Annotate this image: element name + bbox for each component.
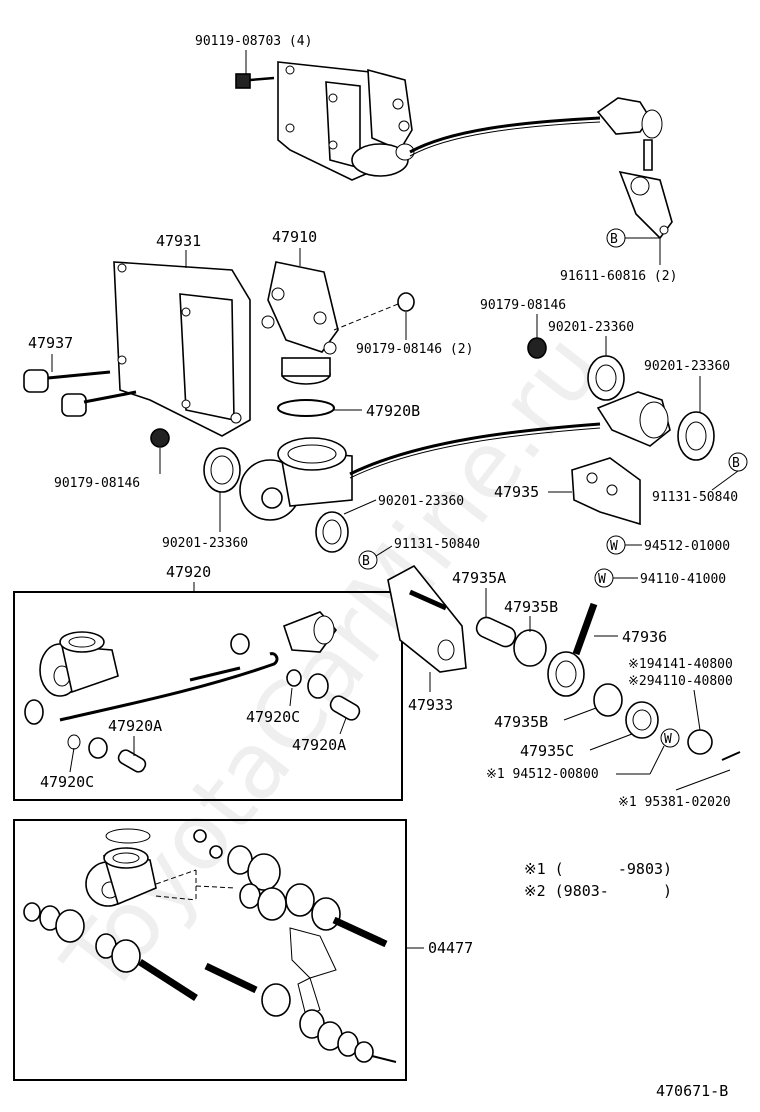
label-47920a-b: 47920A — [108, 717, 162, 735]
top-valve-assembly — [235, 61, 673, 240]
label-91131-50840-b: 91131-50840 — [394, 537, 480, 552]
middle-valve-assembly — [23, 261, 715, 553]
label-90179-08146-c: 90179-08146 — [54, 476, 140, 491]
mark-b-circle — [358, 550, 378, 570]
label-47920b: 47920B — [366, 402, 420, 420]
label-47937: 47937 — [28, 334, 73, 352]
label-94512-00800: ※1 94512-00800 — [486, 767, 599, 782]
label-90201-23360-a: 90201-23360 — [548, 320, 634, 335]
label-47936: 47936 — [622, 628, 667, 646]
label-94110-41000: 94110-41000 — [640, 572, 726, 587]
kit-04477-parts — [23, 828, 397, 1063]
label-91131-50840-a: 91131-50840 — [652, 490, 738, 505]
link-bracket-assembly — [387, 564, 741, 761]
label-47920a-a: 47920A — [292, 736, 346, 754]
label-04477: 04477 — [428, 939, 473, 957]
mark-b-letter: B — [610, 232, 618, 247]
label-47931: 47931 — [156, 232, 201, 250]
label-90201-23360-d: 90201-23360 — [162, 536, 248, 551]
label-47935a: 47935A — [452, 569, 506, 587]
label-47935c: 47935C — [520, 742, 574, 760]
label-90201-23360-c: 90201-23360 — [378, 494, 464, 509]
label-47920c-a: 47920C — [246, 708, 300, 726]
mark-w-circle — [660, 728, 680, 748]
label-94512-01000: 94512-01000 — [644, 539, 730, 554]
kit-47920-parts — [24, 611, 361, 773]
label-47935: 47935 — [494, 483, 539, 501]
kit-47920-box — [13, 591, 403, 801]
mark-b-letter: B — [732, 456, 740, 471]
label-90179-08146-2: 90179-08146 (2) — [356, 342, 473, 357]
note-2: ※2 (9803- ) — [524, 882, 672, 900]
label-91611-60816: 91611-60816 (2) — [560, 269, 677, 284]
mark-w-letter: W — [598, 572, 606, 587]
mark-w-letter: W — [610, 539, 618, 554]
label-47935b: 47935B — [504, 598, 558, 616]
label-47920c-b: 47920C — [40, 773, 94, 791]
label-194141-40800: ※194141-40800 — [628, 657, 733, 672]
mark-b-letter: B — [362, 554, 370, 569]
note-1: ※1 ( -9803) — [524, 860, 672, 878]
mark-w-letter: W — [664, 732, 672, 747]
label-90119-08703: 90119-08703 (4) — [195, 34, 312, 49]
label-90201-23360-b: 90201-23360 — [644, 359, 730, 374]
diagram-id: 470671-B — [656, 1082, 728, 1100]
label-47935b-2: 47935B — [494, 713, 548, 731]
label-47920: 47920 — [166, 563, 211, 581]
label-95381-02020: ※1 95381-02020 — [618, 795, 731, 810]
label-47933: 47933 — [408, 696, 453, 714]
label-47910: 47910 — [272, 228, 317, 246]
label-90179-08146-a: 90179-08146 — [480, 298, 566, 313]
kit-04477-box — [13, 819, 407, 1081]
label-294110-40800: ※294110-40800 — [628, 674, 733, 689]
